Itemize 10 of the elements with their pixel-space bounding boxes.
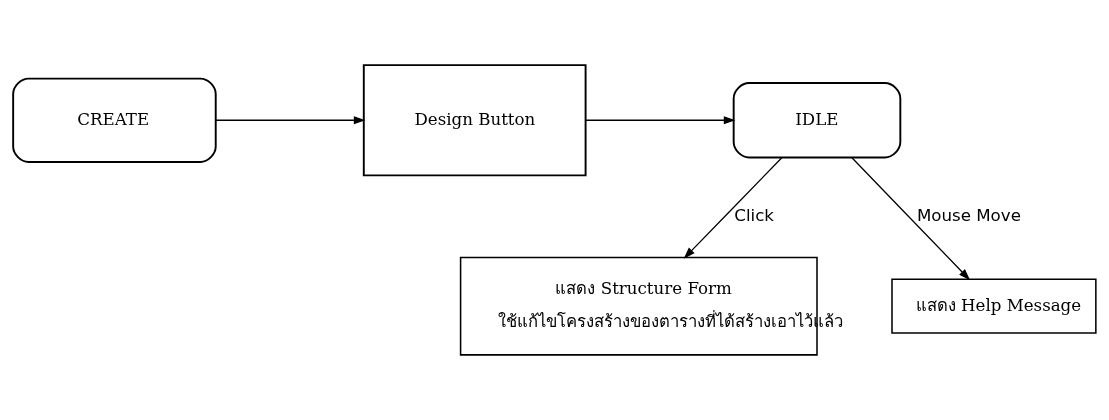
- node-box: CREATE: [12, 77, 217, 163]
- edge-label: Click: [734, 205, 775, 225]
- arrow: [585, 116, 736, 125]
- arrow: [851, 157, 971, 281]
- node-box: IDLE: [732, 82, 902, 159]
- node-box: แสดง Help Message: [891, 278, 1097, 334]
- arrow: [683, 157, 783, 259]
- arrow: [215, 116, 366, 125]
- edge-label: Mouse Move: [916, 205, 1021, 225]
- node-box: Design Button: [362, 64, 587, 177]
